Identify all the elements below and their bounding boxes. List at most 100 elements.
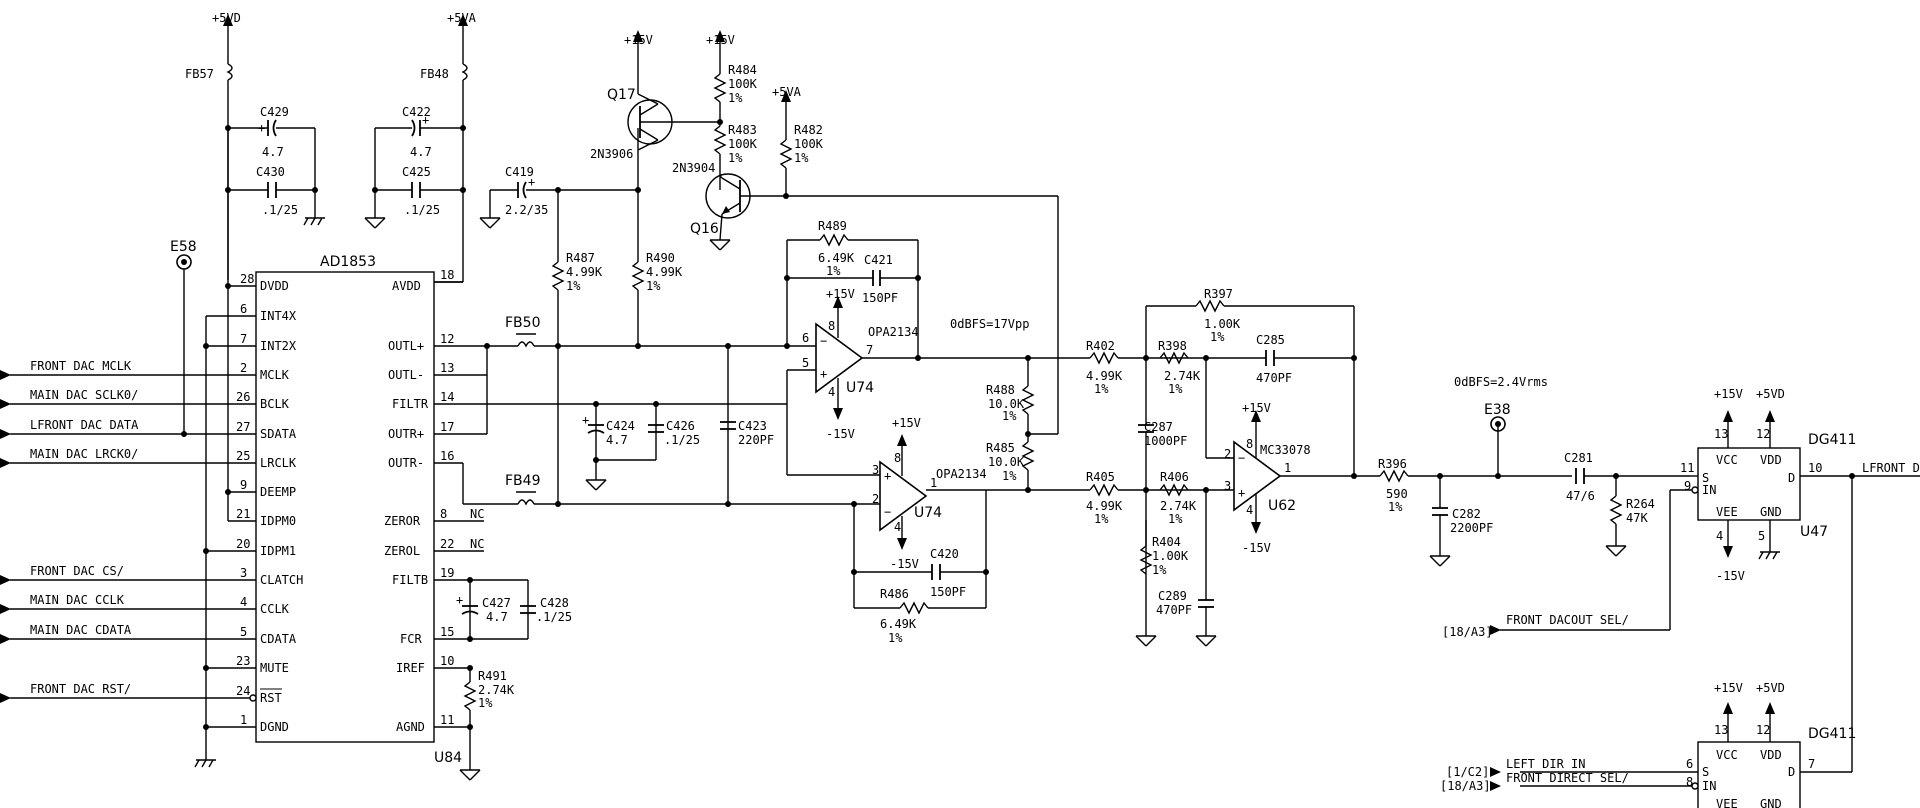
svg-text:DVDD: DVDD — [260, 279, 289, 293]
svg-text:1%: 1% — [794, 151, 809, 165]
c289: C289 470PF — [1156, 490, 1217, 647]
svg-text:Q17: Q17 — [607, 87, 636, 103]
svg-text:4.99K: 4.99K — [1086, 369, 1123, 383]
svg-text:20: 20 — [236, 537, 250, 551]
svg-text:2N3904: 2N3904 — [672, 161, 715, 175]
svg-text:FRONT DIRECT SEL/: FRONT DIRECT SEL/ — [1506, 771, 1629, 785]
svg-text:+15V: +15V — [1714, 681, 1743, 695]
svg-text:4: 4 — [240, 595, 247, 609]
svg-text:MAIN DAC CCLK: MAIN DAC CCLK — [30, 593, 125, 607]
svg-text:C424: C424 — [606, 419, 635, 433]
svg-text:U62: U62 — [1268, 498, 1296, 514]
svg-text:10.0K: 10.0K — [988, 455, 1025, 469]
svg-text:2.2/35: 2.2/35 — [505, 203, 548, 217]
svg-text:1: 1 — [930, 476, 937, 490]
svg-text:C281: C281 — [1564, 451, 1593, 465]
svg-text:4.7: 4.7 — [262, 145, 284, 159]
svg-text:.1/25: .1/25 — [262, 203, 298, 217]
svg-text:4.7: 4.7 — [606, 433, 628, 447]
svg-text:FILTR: FILTR — [392, 397, 429, 411]
svg-text:1.00K: 1.00K — [1152, 549, 1189, 563]
svg-text:1%: 1% — [888, 631, 903, 645]
svg-text:13: 13 — [1714, 427, 1728, 441]
svg-text:BCLK: BCLK — [260, 397, 290, 411]
svg-text:U84: U84 — [434, 750, 462, 766]
svg-text:FILTB: FILTB — [392, 573, 428, 587]
u62-opamp: − + +15V -15V MC33078 U62 2 3 1 8 4 — [1205, 358, 1380, 555]
svg-text:1%: 1% — [1002, 409, 1017, 423]
svg-text:150PF: 150PF — [862, 291, 898, 305]
svg-text:1%: 1% — [1094, 512, 1109, 526]
svg-text:-15V: -15V — [1242, 541, 1271, 555]
svg-text:7: 7 — [866, 343, 873, 357]
svg-text:[1/C2]: [1/C2] — [1446, 765, 1489, 779]
svg-text:MAIN DAC LRCK0/: MAIN DAC LRCK0/ — [30, 447, 138, 461]
svg-text:8: 8 — [440, 507, 447, 521]
svg-text:.1/25: .1/25 — [404, 203, 440, 217]
svg-text:+5VA: +5VA — [447, 11, 477, 25]
svg-text:100K: 100K — [794, 137, 824, 151]
svg-text:C420: C420 — [930, 547, 959, 561]
svg-text:1%: 1% — [1094, 382, 1109, 396]
svg-text:IN: IN — [1702, 483, 1716, 497]
svg-text:16: 16 — [440, 449, 454, 463]
svg-text:+: + — [422, 113, 429, 127]
svg-text:9: 9 — [240, 478, 247, 492]
svg-text:6: 6 — [802, 331, 809, 345]
r484: +15V R484 100K 1% — [706, 30, 758, 126]
level-17vpp: 0dBFS=17Vpp — [950, 317, 1029, 331]
svg-text:IREF: IREF — [396, 661, 425, 675]
svg-text:470PF: 470PF — [1156, 603, 1192, 617]
svg-text:1%: 1% — [728, 151, 743, 165]
svg-text:R264: R264 — [1626, 497, 1655, 511]
fb49-label: FB49 — [505, 473, 540, 489]
r398: R398 2.74K 1% — [1158, 339, 1209, 396]
svg-text:U47: U47 — [1800, 524, 1828, 540]
svg-text:+15V: +15V — [1242, 401, 1271, 415]
svg-text:4.7: 4.7 — [486, 610, 508, 624]
svg-text:4.99K: 4.99K — [566, 265, 603, 279]
level-2v4rms: 0dBFS=2.4Vrms — [1454, 375, 1548, 389]
svg-text:23: 23 — [236, 654, 250, 668]
svg-text:SDATA: SDATA — [260, 427, 297, 441]
svg-text:Q16: Q16 — [690, 221, 719, 237]
svg-text:+: + — [456, 593, 463, 607]
svg-text:U74: U74 — [846, 380, 874, 396]
svg-text:25: 25 — [236, 449, 250, 463]
svg-text:C422: C422 — [402, 105, 431, 119]
svg-text:ZEROR: ZEROR — [384, 514, 421, 528]
q17-transistor: +15V Q17 2N3906 — [590, 30, 720, 161]
svg-text:+: + — [884, 469, 891, 483]
svg-text:15: 15 — [440, 625, 454, 639]
svg-text:VDD: VDD — [1760, 453, 1782, 467]
svg-text:12: 12 — [1756, 723, 1770, 737]
svg-text:C429: C429 — [260, 105, 289, 119]
svg-text:+: + — [582, 413, 589, 427]
svg-text:1%: 1% — [646, 279, 661, 293]
svg-text:FRONT DAC CS/: FRONT DAC CS/ — [30, 564, 124, 578]
r490: R490 4.99K 1% — [631, 128, 683, 346]
svg-text:DG411: DG411 — [1808, 432, 1856, 448]
svg-text:MAIN DAC CDATA: MAIN DAC CDATA — [30, 623, 132, 637]
svg-text:2: 2 — [240, 361, 247, 375]
svg-text:C427: C427 — [482, 596, 511, 610]
svg-text:-15V: -15V — [1716, 569, 1745, 583]
svg-text:OPA2134: OPA2134 — [936, 467, 987, 481]
svg-text:2N3906: 2N3906 — [590, 147, 633, 161]
svg-text:+: + — [1238, 486, 1245, 500]
svg-text:1%: 1% — [1388, 500, 1403, 514]
svg-text:2.74K: 2.74K — [1164, 369, 1201, 383]
svg-text:100K: 100K — [728, 77, 758, 91]
svg-text:1%: 1% — [566, 279, 581, 293]
svg-text:13: 13 — [440, 361, 454, 375]
svg-text:FCR: FCR — [400, 632, 422, 646]
r402: R402 4.99K 1% — [1028, 339, 1206, 396]
u74a-feedback: R489 6.49K 1% C421 150PF — [784, 219, 921, 358]
svg-text:5: 5 — [802, 356, 809, 370]
svg-text:18: 18 — [440, 268, 454, 282]
svg-text:10: 10 — [440, 654, 454, 668]
svg-text:10.0K: 10.0K — [988, 397, 1025, 411]
